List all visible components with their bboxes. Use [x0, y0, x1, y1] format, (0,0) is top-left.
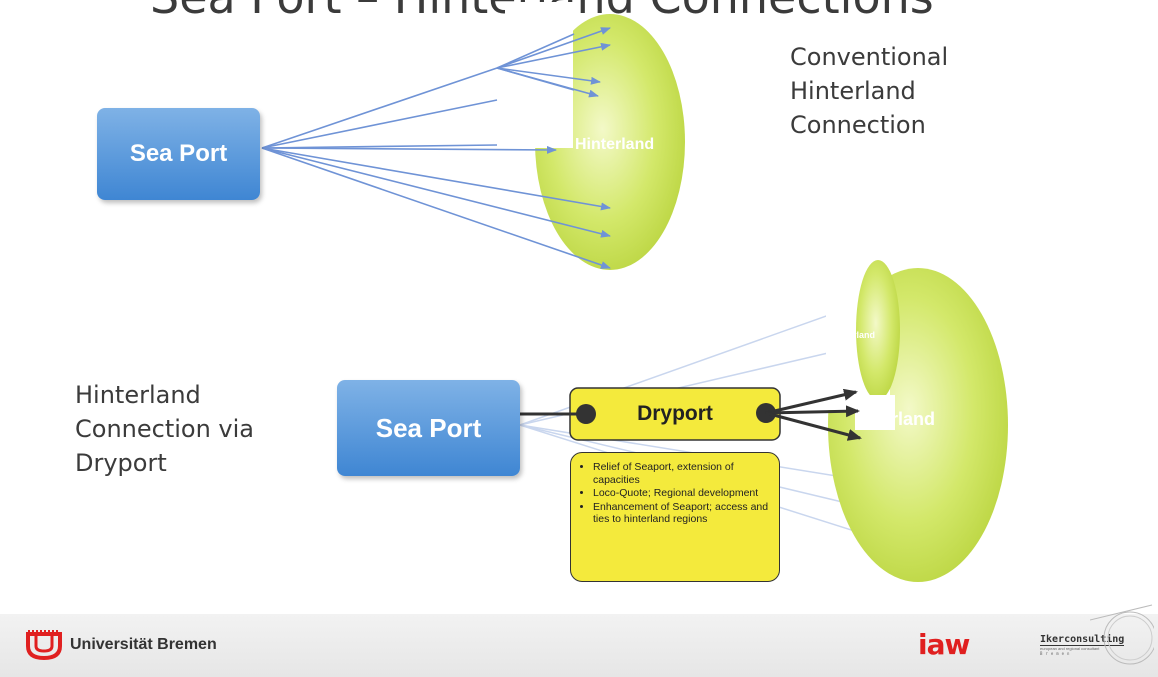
top-arrow [261, 145, 557, 154]
top-connection-arrows [261, 27, 611, 269]
top-arrow [261, 99, 498, 149]
dryport-to-hinterland-arrow [765, 388, 858, 415]
dryport-to-hinterland-arrow [765, 411, 862, 441]
benefit-item: Enhancement of Seaport; access and ties … [593, 501, 769, 526]
top-arrow [496, 67, 601, 85]
top-hinterland-label: Hinterland [575, 136, 655, 153]
top-arrow [496, 67, 575, 91]
caption-line: Hinterland [75, 381, 201, 409]
top-arrow [496, 27, 611, 69]
iker-tagline: european and regional consultant [1040, 646, 1100, 651]
benefit-item: Loco-Quote; Regional development [593, 487, 769, 500]
dryport-benefits-box: Relief of Seaport, extension of capaciti… [570, 452, 780, 582]
dryport-label: Dryport [637, 402, 713, 425]
iker-city: Bremen [1040, 651, 1073, 656]
university-crest-icon [26, 630, 62, 660]
caption-line: Hinterland [790, 77, 916, 105]
footer-bar: Universität Bremen iaw Ikerconsulting eu… [0, 614, 1158, 677]
iaw-logo: iaw [918, 628, 970, 661]
bottom-hinterland-small-label: erland [848, 330, 876, 340]
top-caption: Conventional Hinterland Connection [790, 40, 948, 142]
bottom-sea-port-box: Sea Port [337, 380, 520, 476]
top-arrow [261, 147, 611, 238]
top-arrow [496, 33, 575, 69]
bottom-hinterland-region [826, 260, 1008, 582]
university-logo: Universität Bremen [24, 630, 217, 660]
dryport-to-hinterland-arrow [765, 405, 860, 418]
caption-line: Dryport [75, 449, 167, 477]
iker-name: Ikerconsulting [1040, 634, 1125, 646]
top-arrow [261, 147, 611, 211]
top-arrow [261, 147, 611, 269]
top-sea-port-box: Sea Port [97, 108, 260, 200]
benefit-item: Relief of Seaport, extension of capaciti… [593, 461, 769, 486]
bottom-hinterland-label: nterland [864, 409, 936, 429]
top-arrow [496, 42, 611, 69]
caption-line: Connection via [75, 415, 255, 443]
diagram-canvas [261, 14, 1008, 582]
ikerconsulting-logo: Ikerconsulting european and regional con… [1040, 634, 1125, 656]
top-arrow [261, 67, 498, 149]
iker-ring-icon [1090, 604, 1154, 665]
caption-line: Conventional [790, 43, 949, 71]
caption-line: Connection [790, 111, 926, 139]
bottom-caption: Hinterland Connection via Dryport [75, 378, 254, 480]
university-name: Universität Bremen [70, 636, 217, 653]
